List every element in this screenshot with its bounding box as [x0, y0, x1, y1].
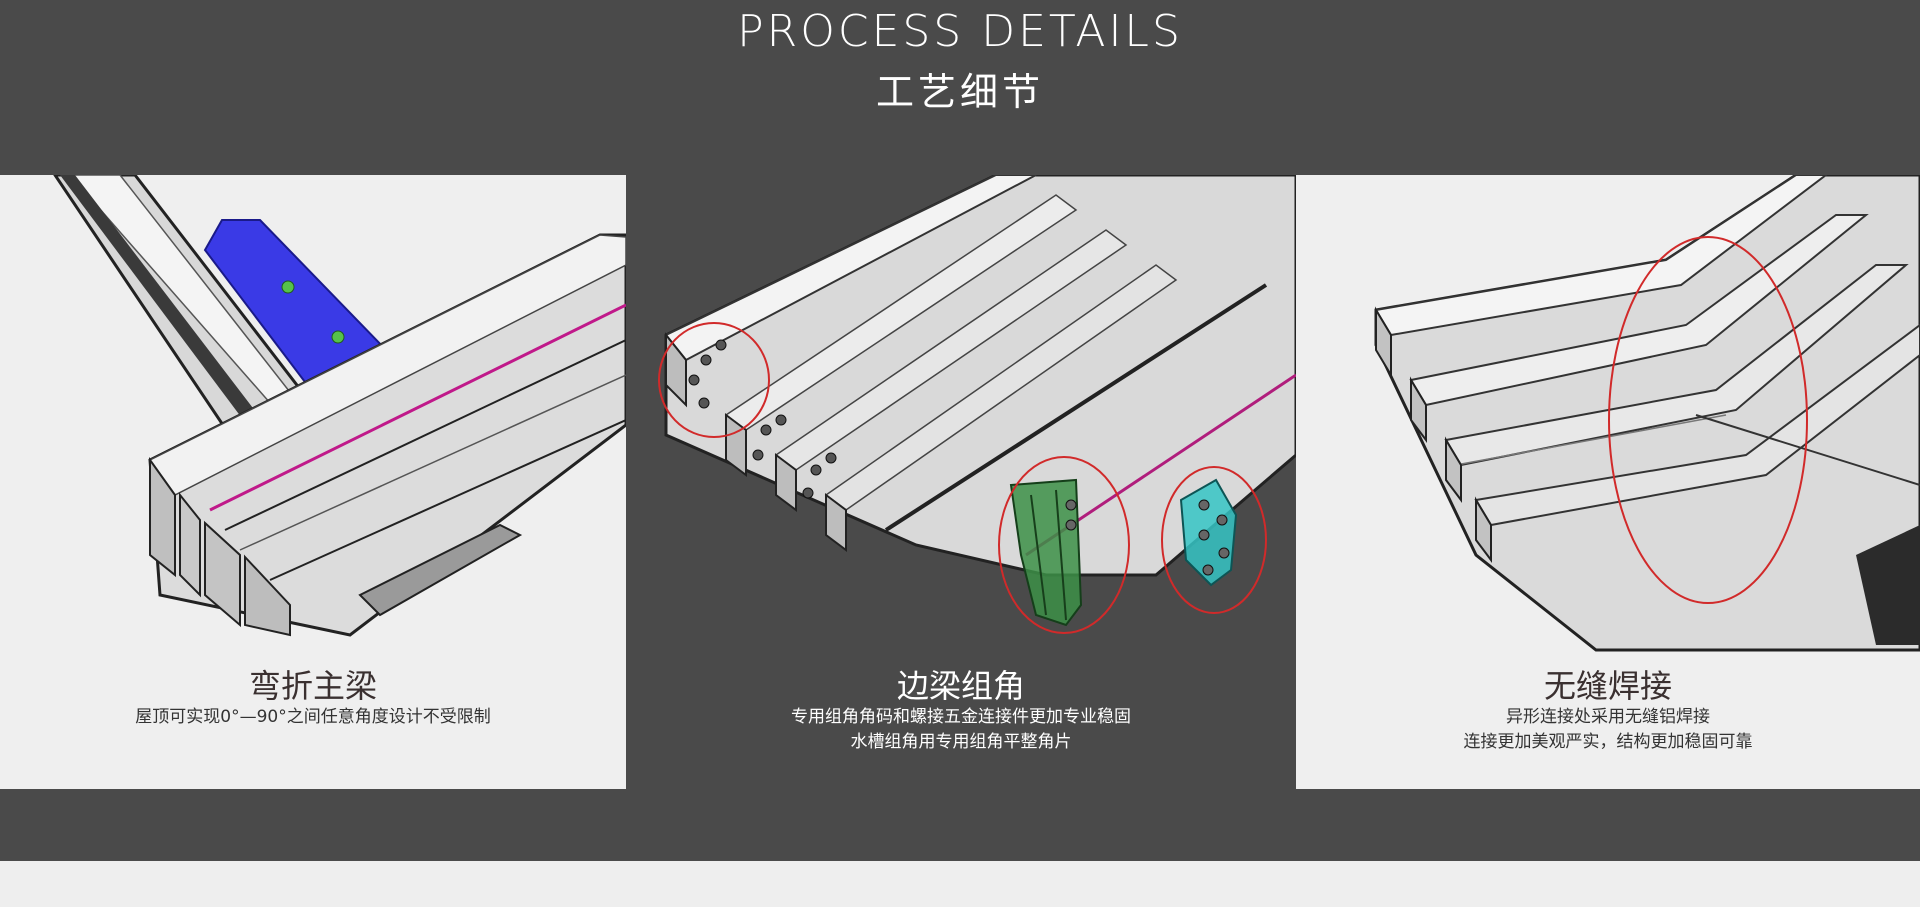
- panel-description-line: 连接更加美观严实，结构更加稳固可靠: [1463, 732, 1753, 752]
- panel-title: 无缝焊接: [1543, 667, 1672, 705]
- panel-description-line: 专用组角角码和螺接五金连接件更加专业稳固: [791, 707, 1131, 727]
- side-beam-corner-illustration: [658, 175, 1296, 634]
- bottom-strip: [0, 861, 1920, 907]
- panel-side-beam-corner: 边梁组角 专用组角角码和螺接五金连接件更加专业稳固 水槽组角用专用组角平整角片: [626, 175, 1296, 789]
- panel-seamless-welding: 无缝焊接 异形连接处采用无缝铝焊接 连接更加美观严实，结构更加稳固可靠: [1296, 175, 1920, 789]
- panel-caption: 边梁组角 专用组角角码和螺接五金连接件更加专业稳固 水槽组角用专用组角平整角片: [626, 667, 1296, 755]
- panel-title: 边梁组角: [896, 667, 1025, 705]
- seamless-welding-illustration: [1374, 175, 1920, 652]
- panel-description-line: 屋顶可实现0°—90°之间任意角度设计不受限制: [135, 707, 491, 727]
- header-title-en: PROCESS DETAILS: [737, 6, 1183, 57]
- panel-caption: 无缝焊接 异形连接处采用无缝铝焊接 连接更加美观严实，结构更加稳固可靠: [1296, 667, 1920, 755]
- panel-bent-main-beam: 弯折主梁 屋顶可实现0°—90°之间任意角度设计不受限制: [0, 175, 626, 789]
- panel-description-line: 水槽组角用专用组角平整角片: [850, 732, 1072, 752]
- panel-caption: 弯折主梁 屋顶可实现0°—90°之间任意角度设计不受限制: [0, 667, 626, 730]
- panel-title: 弯折主梁: [248, 667, 377, 705]
- page-header: PROCESS DETAILS 工艺细节: [0, 0, 1920, 175]
- panel-description-line: 异形连接处采用无缝铝焊接: [1506, 707, 1710, 727]
- header-title-cn: 工艺细节: [875, 70, 1044, 114]
- bent-beam-illustration: [53, 175, 626, 637]
